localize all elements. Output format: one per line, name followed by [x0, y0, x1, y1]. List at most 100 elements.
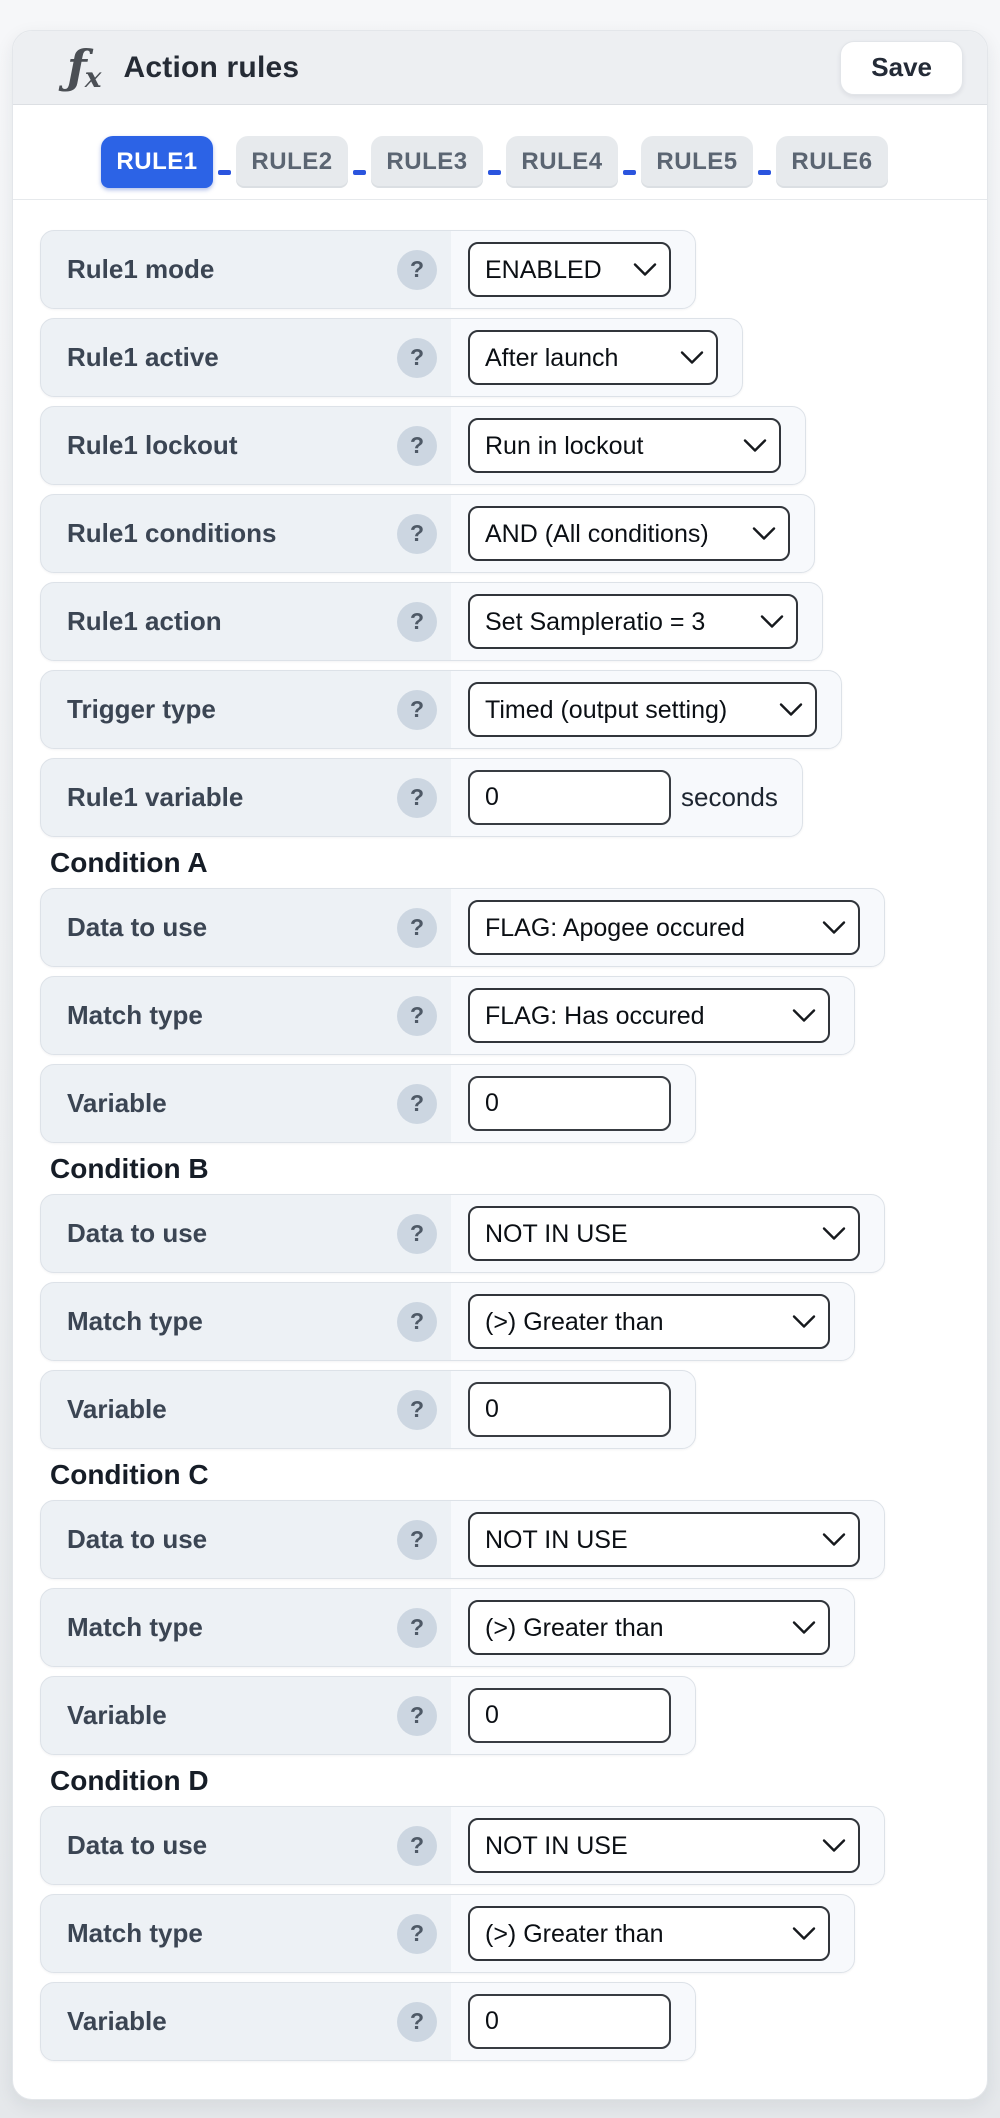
field-select-cond-data[interactable]: NOT IN USE — [468, 1512, 860, 1567]
field-control: (>) Greater than — [468, 1600, 830, 1655]
form-row-cond-variable: Variable? — [40, 1370, 696, 1449]
help-icon[interactable]: ? — [397, 995, 437, 1036]
unit-label: seconds — [681, 782, 778, 812]
form-row-cond-data: Data to use? NOT IN USE — [40, 1500, 885, 1579]
help-icon[interactable]: ? — [397, 1913, 437, 1954]
field-control — [468, 770, 671, 825]
field-control: NOT IN USE — [468, 1818, 860, 1873]
field-label: Variable — [67, 1394, 167, 1424]
field-select-rule1-conditions[interactable]: AND (All conditions) — [468, 506, 790, 561]
form-row-rule1-variable: Rule1 variable? seconds — [40, 758, 803, 837]
form-row-rule1-action: Rule1 action? Set Sampleratio = 3 — [40, 582, 823, 661]
field-input-cond-variable[interactable] — [468, 1994, 671, 2049]
help-icon[interactable]: ? — [397, 1825, 437, 1866]
tab-rule4[interactable]: RULE4 — [506, 136, 618, 188]
field-label: Variable — [67, 1700, 167, 1730]
field-select-rule1-active[interactable]: After launch — [468, 330, 718, 385]
field-select-cond-match[interactable]: (>) Greater than — [468, 1906, 830, 1961]
field-label: Rule1 conditions — [67, 518, 277, 548]
field-control — [468, 1688, 671, 1743]
form-row-rule1-active: Rule1 active? After launch — [40, 318, 743, 397]
section-heading: Condition C — [50, 1459, 209, 1490]
page-title: Action rules — [123, 50, 300, 84]
help-icon[interactable]: ? — [397, 1607, 437, 1648]
tab-rule2[interactable]: RULE2 — [236, 136, 348, 188]
tab-rule5[interactable]: RULE5 — [641, 136, 753, 188]
field-control: AND (All conditions) — [468, 506, 790, 561]
field-select-cond-match[interactable]: (>) Greater than — [468, 1600, 830, 1655]
field-label: Variable — [67, 1088, 167, 1118]
form-row-cond-data: Data to use? NOT IN USE — [40, 1806, 885, 1885]
help-icon[interactable]: ? — [397, 689, 437, 730]
field-label: Match type — [67, 1306, 203, 1336]
field-label: Rule1 lockout — [67, 430, 238, 460]
field-select-rule1-lockout[interactable]: Run in lockout — [468, 418, 781, 473]
field-label: Data to use — [67, 1830, 208, 1860]
field-label: Trigger type — [67, 694, 216, 724]
field-label: Rule1 variable — [67, 782, 244, 812]
help-icon[interactable]: ? — [397, 513, 437, 554]
field-label: Match type — [67, 1612, 203, 1642]
tab-separator-dash — [623, 170, 636, 175]
form-row-cond-match: Match type? (>) Greater than — [40, 1894, 855, 1973]
field-label: Rule1 action — [67, 606, 222, 636]
field-control: Run in lockout — [468, 418, 781, 473]
field-select-rule1-action[interactable]: Set Sampleratio = 3 — [468, 594, 798, 649]
tab-rule6[interactable]: RULE6 — [776, 136, 888, 188]
tab-separator-dash — [488, 170, 501, 175]
help-icon[interactable]: ? — [397, 1389, 437, 1430]
section-heading: Condition A — [50, 847, 208, 878]
field-input-rule1-variable[interactable] — [468, 770, 671, 825]
help-icon[interactable]: ? — [397, 425, 437, 466]
field-label: Match type — [67, 1000, 203, 1030]
field-select-rule1-mode[interactable]: ENABLED — [468, 242, 671, 297]
field-input-cond-variable[interactable] — [468, 1076, 671, 1131]
field-control — [468, 1382, 671, 1437]
help-icon[interactable]: ? — [397, 601, 437, 642]
field-control — [468, 1076, 671, 1131]
help-icon[interactable]: ? — [397, 907, 437, 948]
form-row-cond-match: Match type? (>) Greater than — [40, 1588, 855, 1667]
field-control — [468, 1994, 671, 2049]
form-row-rule1-lockout: Rule1 lockout? Run in lockout — [40, 406, 806, 485]
help-icon[interactable]: ? — [397, 777, 437, 818]
field-select-cond-data[interactable]: NOT IN USE — [468, 1818, 860, 1873]
help-icon[interactable]: ? — [397, 1213, 437, 1254]
help-icon[interactable]: ? — [397, 249, 437, 290]
tab-rule3[interactable]: RULE3 — [371, 136, 483, 188]
form-row-cond-variable: Variable? — [40, 1676, 696, 1755]
tab-rule1[interactable]: RULE1 — [101, 136, 213, 188]
form-row-cond-variable: Variable? — [40, 1064, 696, 1143]
tab-separator-dash — [218, 170, 231, 175]
field-label: Rule1 active — [67, 342, 219, 372]
field-label: Variable — [67, 2006, 167, 2036]
tab-separator-dash — [758, 170, 771, 175]
field-label: Data to use — [67, 1218, 208, 1248]
rule-tab-bar: RULE1 RULE2 RULE3 RULE4 RULE5 RULE6 — [13, 105, 987, 200]
field-control: NOT IN USE — [468, 1512, 860, 1567]
field-label: Data to use — [67, 1524, 208, 1554]
save-button[interactable]: Save — [840, 40, 963, 95]
form-row-cond-data: Data to use? NOT IN USE — [40, 1194, 885, 1273]
help-icon[interactable]: ? — [397, 1083, 437, 1124]
field-control: Timed (output setting) — [468, 682, 817, 737]
field-select-cond-data[interactable]: FLAG: Apogee occured — [468, 900, 860, 955]
help-icon[interactable]: ? — [397, 2001, 437, 2042]
field-input-cond-variable[interactable] — [468, 1688, 671, 1743]
field-select-cond-match[interactable]: FLAG: Has occured — [468, 988, 830, 1043]
field-select-cond-data[interactable]: NOT IN USE — [468, 1206, 860, 1261]
form-row-rule1-mode: Rule1 mode?ENABLED — [40, 230, 696, 309]
help-icon[interactable]: ? — [397, 1695, 437, 1736]
help-icon[interactable]: ? — [397, 1301, 437, 1342]
help-icon[interactable]: ? — [397, 337, 437, 378]
field-label: Match type — [67, 1918, 203, 1948]
field-input-cond-variable[interactable] — [468, 1382, 671, 1437]
help-icon[interactable]: ? — [397, 1519, 437, 1560]
field-select-cond-match[interactable]: (>) Greater than — [468, 1294, 830, 1349]
field-select-trigger-type[interactable]: Timed (output setting) — [468, 682, 817, 737]
form-row-rule1-conditions: Rule1 conditions? AND (All conditions) — [40, 494, 815, 573]
